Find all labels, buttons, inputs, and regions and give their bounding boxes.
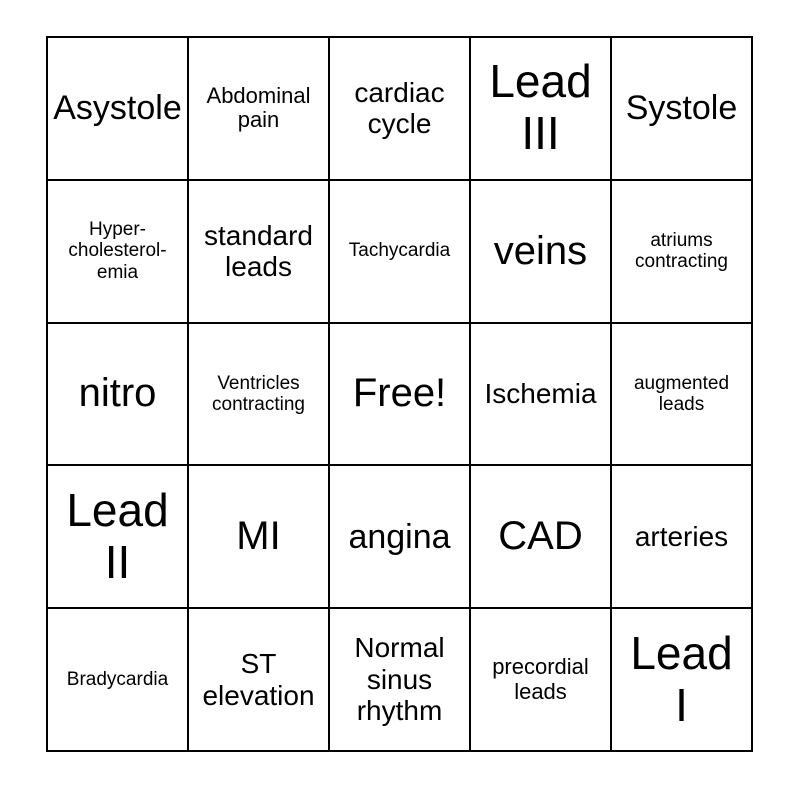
bingo-cell[interactable]: cardiac cycle: [328, 36, 471, 181]
bingo-card-body: Asystole Abdominal pain cardiac cycle Le…: [46, 36, 753, 752]
bingo-cell[interactable]: Systole: [610, 36, 753, 181]
bingo-cell-label: Bradycardia: [66, 668, 169, 690]
bingo-cell-label: atriums contracting: [635, 229, 728, 273]
bingo-cell[interactable]: atriums contracting: [610, 178, 753, 324]
bingo-cell-label: precordial leads: [492, 653, 589, 704]
bingo-cell-label: Tachycardia: [348, 240, 451, 262]
bingo-cell[interactable]: Normal sinus rhythm: [328, 607, 471, 752]
bingo-row: Hyper- cholesterol- emia standard leads …: [46, 178, 753, 324]
bingo-cell[interactable]: MI: [187, 464, 330, 610]
bingo-cell-label: CAD: [498, 514, 583, 559]
bingo-cell-label: Lead III: [489, 55, 592, 160]
bingo-cell[interactable]: CAD: [469, 464, 612, 610]
bingo-cell[interactable]: Hyper- cholesterol- emia: [46, 178, 189, 324]
bingo-cell[interactable]: Lead I: [610, 607, 753, 752]
bingo-row: nitro Ventricles contracting Free! Ische…: [46, 321, 753, 467]
bingo-cell-label: cardiac cycle: [354, 76, 445, 140]
bingo-cell-label: Hyper- cholesterol- emia: [68, 218, 167, 283]
bingo-cell[interactable]: Asystole: [46, 36, 189, 181]
bingo-cell[interactable]: Lead III: [469, 36, 612, 181]
bingo-cell-label: Asystole: [53, 89, 182, 128]
bingo-cell-label: Systole: [625, 89, 738, 128]
bingo-cell[interactable]: Bradycardia: [46, 607, 189, 752]
bingo-cell-label: Normal sinus rhythm: [354, 632, 445, 727]
bingo-row: Lead II MI angina CAD arteries: [46, 464, 753, 610]
bingo-cell-label: Lead II: [66, 483, 169, 588]
bingo-cell[interactable]: augmented leads: [610, 321, 753, 467]
bingo-cell[interactable]: ST elevation: [187, 607, 330, 752]
bingo-cell[interactable]: angina: [328, 464, 471, 610]
bingo-cell-label: ST elevation: [202, 647, 315, 711]
bingo-row: Asystole Abdominal pain cardiac cycle Le…: [46, 36, 753, 181]
bingo-cell-label: nitro: [78, 371, 157, 416]
bingo-cell[interactable]: Ventricles contracting: [187, 321, 330, 467]
bingo-cell[interactable]: Tachycardia: [328, 178, 471, 324]
bingo-card: Asystole Abdominal pain cardiac cycle Le…: [46, 36, 753, 752]
bingo-cell-label: Ventricles contracting: [212, 372, 305, 415]
bingo-cell[interactable]: arteries: [610, 464, 753, 610]
bingo-cell-label: Abdominal pain: [206, 82, 311, 133]
bingo-free-space-label: Free!: [352, 371, 447, 416]
bingo-cell[interactable]: Lead II: [46, 464, 189, 610]
bingo-cell-label: MI: [236, 514, 281, 559]
bingo-cell[interactable]: nitro: [46, 321, 189, 467]
bingo-cell-label: arteries: [634, 520, 729, 552]
bingo-cell[interactable]: standard leads: [187, 178, 330, 324]
bingo-cell-label: angina: [348, 517, 451, 556]
bingo-cell-label: veins: [493, 228, 588, 273]
bingo-cell-label: augmented leads: [633, 372, 730, 415]
bingo-cell[interactable]: veins: [469, 178, 612, 324]
bingo-cell-label: standard leads: [204, 219, 313, 283]
bingo-cell-free[interactable]: Free!: [328, 321, 471, 467]
bingo-cell-label: Lead I: [630, 626, 733, 731]
bingo-cell-label: Ischemia: [484, 378, 597, 410]
bingo-cell[interactable]: Abdominal pain: [187, 36, 330, 181]
bingo-cell[interactable]: Ischemia: [469, 321, 612, 467]
bingo-cell[interactable]: precordial leads: [469, 607, 612, 752]
bingo-row: Bradycardia ST elevation Normal sinus rh…: [46, 607, 753, 752]
